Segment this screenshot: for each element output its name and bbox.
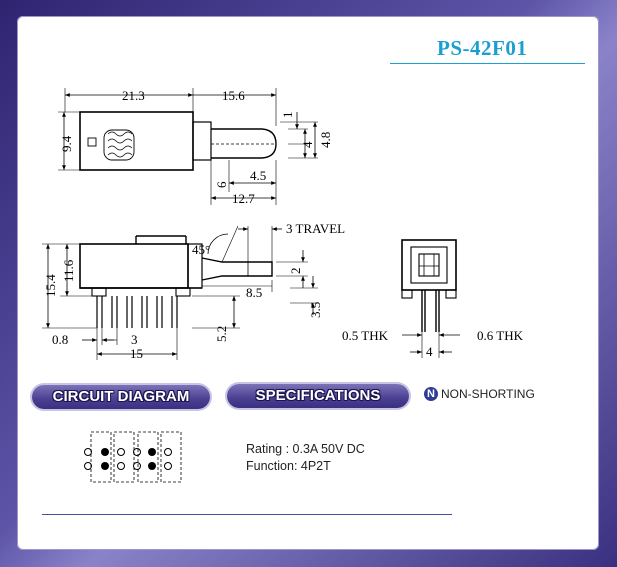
dim-4: 4: [300, 141, 315, 148]
circuit-diagram-header: CIRCUIT DIAGRAM: [32, 385, 210, 409]
dimension-labels: 21.3 15.6 1 9.4 4 4.8 4.5 6 12.7 3 TRAVE…: [43, 88, 524, 361]
dim-15-4: 15.4: [43, 274, 58, 297]
specifications-label: SPECIFICATIONS: [255, 387, 381, 404]
top-view: [58, 88, 318, 205]
dim-15-6: 15.6: [222, 88, 245, 103]
non-shorting-icon: N: [424, 387, 438, 401]
dim-45-deg: 45°: [192, 242, 210, 257]
dim-2: 2: [288, 268, 303, 275]
dim-1: 1: [280, 112, 295, 119]
specifications-header: SPECIFICATIONS: [227, 384, 409, 408]
circuit-diagram: [84, 431, 182, 483]
dim-travel: 3 TRAVEL: [286, 221, 345, 236]
dim-4-5: 4.5: [250, 168, 266, 183]
dim-8-5: 8.5: [246, 285, 262, 300]
model-underline: [390, 63, 585, 64]
dim-0-6-thk: 0.6 THK: [477, 328, 524, 343]
side-view: [42, 225, 318, 360]
dim-4-pitch: 4: [426, 344, 433, 359]
dim-5-2: 5.2: [214, 326, 229, 342]
spec-rating: Rating : 0.3A 50V DC: [246, 442, 365, 456]
dim-12-7: 12.7: [232, 191, 255, 206]
circuit-diagram-label: CIRCUIT DIAGRAM: [52, 388, 190, 405]
dim-21-3: 21.3: [122, 88, 145, 103]
bottom-divider: [42, 514, 452, 515]
non-shorting-label: NON-SHORTING: [441, 387, 535, 401]
dim-3: 3: [131, 332, 138, 347]
dim-0-8: 0.8: [52, 332, 68, 347]
end-view: [401, 239, 460, 358]
model-number: PS-42F01: [437, 36, 528, 60]
dim-0-5-thk: 0.5 THK: [342, 328, 389, 343]
spec-function: Function: 4P2T: [246, 459, 331, 473]
dim-6: 6: [214, 181, 229, 188]
dim-3-5: 3.5: [308, 302, 323, 318]
dim-4-8: 4.8: [318, 132, 333, 148]
dim-9-4: 9.4: [59, 135, 74, 152]
dim-15: 15: [130, 346, 143, 361]
dim-11-6: 11.6: [61, 259, 76, 282]
